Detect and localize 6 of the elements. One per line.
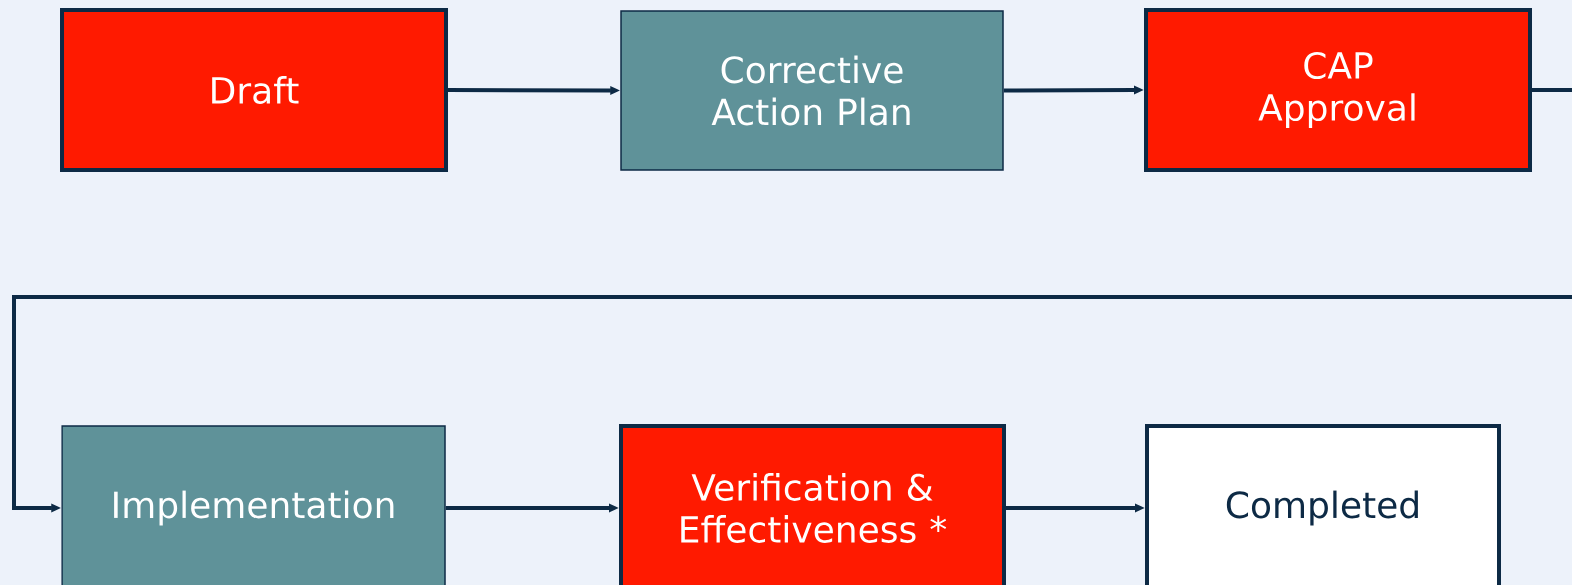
process-box: Draft xyxy=(60,8,448,172)
process-box: Implementation xyxy=(61,425,446,585)
process-box: Corrective Action Plan xyxy=(620,10,1004,171)
process-box: Completed xyxy=(1145,424,1501,585)
process-box: Verification & Effectiveness * xyxy=(619,424,1006,585)
process-box: CAP Approval xyxy=(1144,8,1532,172)
